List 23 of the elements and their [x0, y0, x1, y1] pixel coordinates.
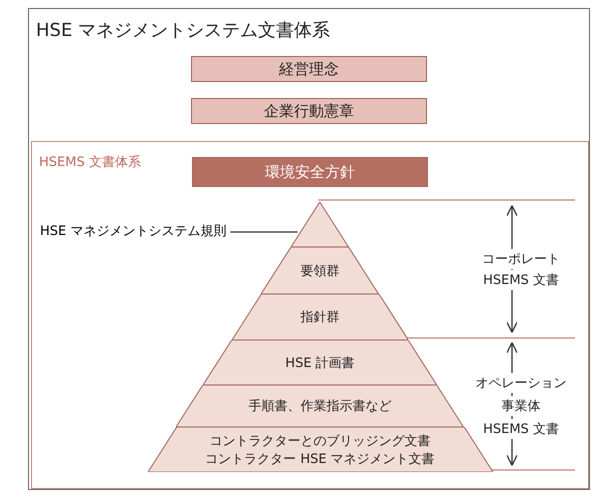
leader-line — [230, 231, 298, 233]
document-box: 経営理念 — [191, 56, 427, 82]
frame-heading: HSE マネジメントシステム文書体系 — [36, 19, 330, 42]
pyramid-layer — [232, 294, 408, 340]
pyramid-layer — [203, 340, 437, 385]
range-label: オペレーション — [474, 373, 568, 393]
range-label: HSEMS 文書 — [481, 419, 561, 439]
policy-box: 環境安全方針 — [192, 157, 428, 187]
layer-label: 要領群 — [300, 262, 340, 280]
range-label: 事業体 — [500, 396, 542, 416]
range-label: HSEMS 文書 — [481, 270, 561, 290]
layer-label: コントラクターとのブリッジング文書 — [210, 432, 430, 450]
layer-label: コントラクター HSE マネジメント文書 — [205, 450, 435, 468]
group-frame — [31, 141, 589, 489]
layer-label: 指針群 — [300, 309, 340, 326]
layer-label: HSE 計画書 — [285, 354, 355, 372]
outer-frame — [28, 8, 590, 490]
document-box: 企業行動憲章 — [191, 98, 427, 124]
group-heading: HSEMS 文書体系 — [39, 154, 141, 171]
pyramid-top — [291, 202, 349, 247]
pyramid-layer — [176, 385, 464, 427]
leader-text: HSE マネジメントシステム規則 — [40, 222, 226, 242]
layer-label: 手順書、作業指示書など — [248, 398, 392, 415]
